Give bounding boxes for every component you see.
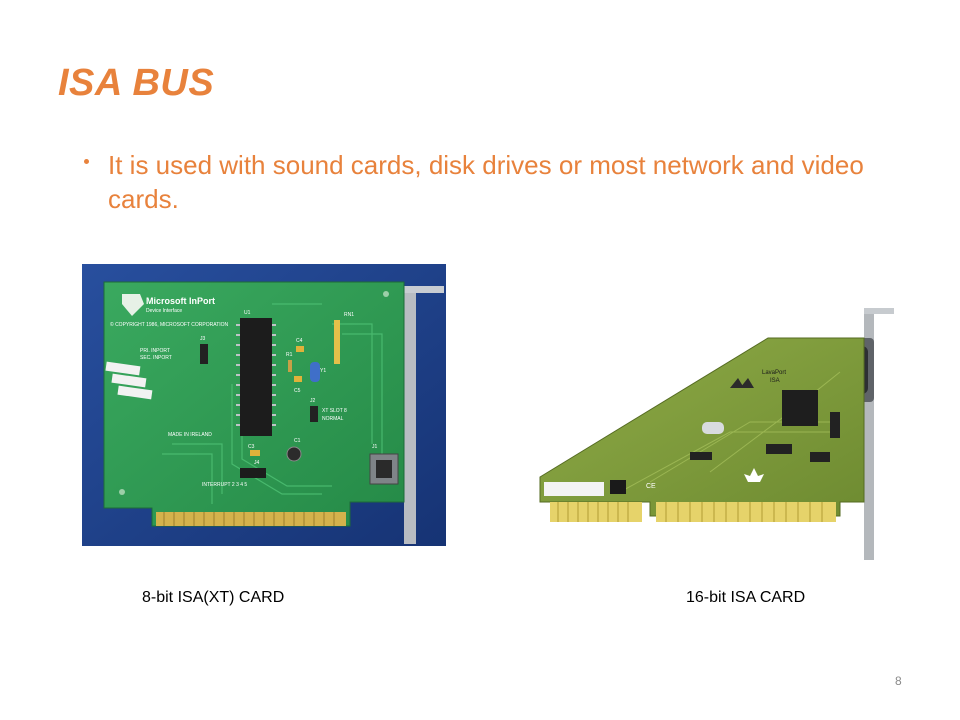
- left-board-subbrand: Device Interface: [146, 308, 182, 314]
- bullet-item: It is used with sound cards, disk drives…: [82, 148, 872, 216]
- left-board-r1: R1: [286, 352, 293, 358]
- bullet-dot-icon: [84, 159, 89, 164]
- left-board-y1: Y1: [320, 368, 326, 374]
- left-board-pri: PRI. INPORT: [140, 348, 170, 354]
- left-board-brand: Microsoft InPort: [146, 296, 215, 306]
- left-board-c1: C1: [294, 438, 301, 444]
- left-board-copyright: © COPYRIGHT 1986, MICROSOFT CORPORATION: [110, 321, 229, 328]
- left-board-made: MADE IN IRELAND: [168, 432, 212, 438]
- isa-16bit-card-image: LavaPort ISA CE: [530, 302, 902, 562]
- bullet-list: It is used with sound cards, disk drives…: [82, 148, 872, 216]
- left-board-j4: J4: [254, 460, 260, 466]
- left-board-j2: J2: [310, 398, 316, 404]
- page-number: 8: [895, 674, 902, 688]
- photo-16bit-isa-card: LavaPort ISA CE: [530, 302, 902, 562]
- right-board-model: ISA: [770, 378, 780, 384]
- left-board-j3: J3: [200, 336, 206, 342]
- left-board-c5: C5: [294, 388, 301, 394]
- left-board-c4: C4: [296, 338, 303, 344]
- left-board-rn1: RN1: [344, 312, 354, 318]
- right-board-brand: LavaPort: [762, 370, 786, 376]
- left-board-normal: NORMAL: [322, 416, 344, 422]
- left-board-sec: SEC. INPORT: [140, 355, 172, 361]
- left-board-slot: XT SLOT 8: [322, 408, 347, 414]
- caption-16bit-isa-card: 16-bit ISA CARD: [686, 589, 806, 606]
- left-board-interrupt: INTERRUPT 2 3 4 5: [202, 482, 247, 488]
- isa-8bit-card-image: Microsoft InPort Device Interface © COPY…: [82, 264, 446, 546]
- left-board-j1: J1: [372, 444, 378, 450]
- left-board-c3: C3: [248, 444, 255, 450]
- photo-8bit-isa-card: Microsoft InPort Device Interface © COPY…: [82, 264, 446, 546]
- bullet-text: It is used with sound cards, disk drives…: [108, 150, 864, 214]
- left-board-u1: U1: [244, 310, 251, 316]
- svg-text:CE: CE: [646, 483, 656, 490]
- caption-8bit-isa-card: 8-bit ISA(XT) CARD: [142, 589, 285, 606]
- slide-title: ISA BUS: [58, 62, 215, 104]
